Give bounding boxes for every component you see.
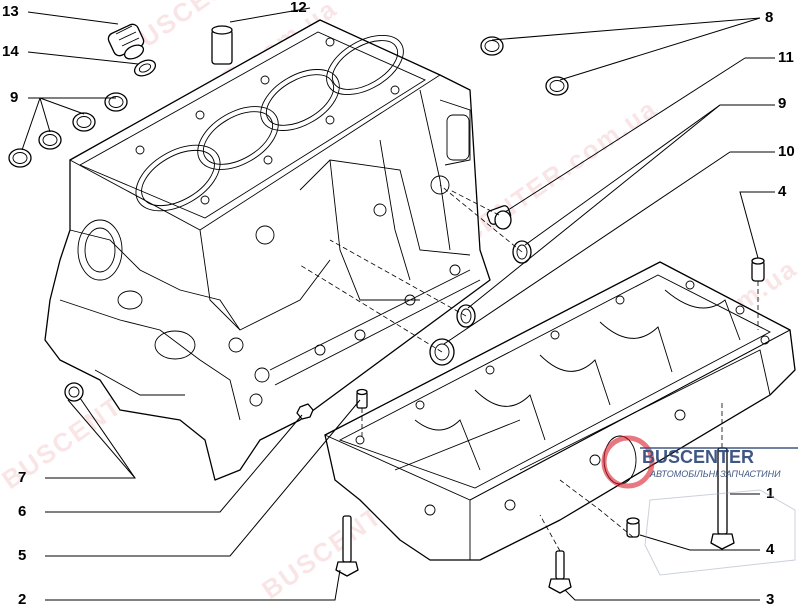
callout-3: 3 bbox=[766, 591, 774, 608]
nut-part-6 bbox=[296, 403, 314, 420]
bolt-part-3 bbox=[548, 550, 572, 594]
cylinder-block bbox=[44, 19, 491, 481]
callout-1: 1 bbox=[766, 485, 774, 502]
callout-6: 6 bbox=[18, 503, 26, 520]
expansion-plugs-part-9-left bbox=[8, 92, 128, 168]
dowel-part-4-top bbox=[751, 257, 765, 282]
sealing-washer-part-14 bbox=[133, 59, 157, 77]
dowel-sleeve-part-12 bbox=[211, 25, 233, 65]
brand-logo: BUSCENTER АВТОМОБІЛЬНІ ЗАПЧАСТИНИ bbox=[601, 435, 798, 576]
leader-lines bbox=[21, 7, 775, 601]
logo-subtitle: АВТОМОБІЛЬНІ ЗАПЧАСТИНИ bbox=[649, 469, 781, 479]
threaded-plug-part-13 bbox=[107, 23, 145, 60]
cup-plugs-part-8 bbox=[480, 36, 569, 96]
callout-12: 12 bbox=[290, 0, 307, 16]
assembly-axis-lines bbox=[299, 184, 759, 552]
callout-2: 2 bbox=[18, 591, 26, 608]
plug-part-7 bbox=[64, 382, 84, 402]
callout-4-bottom: 4 bbox=[766, 541, 775, 558]
callout-14: 14 bbox=[2, 43, 19, 60]
callout-7: 7 bbox=[18, 469, 26, 486]
stud-part-5 bbox=[356, 388, 368, 409]
callout-5: 5 bbox=[18, 547, 26, 564]
callout-9-left: 9 bbox=[10, 89, 18, 106]
callout-11: 11 bbox=[778, 49, 794, 66]
logo-title: BUSCENTER bbox=[642, 447, 754, 467]
callout-13: 13 bbox=[2, 3, 19, 20]
crankcase-lower-half bbox=[323, 261, 796, 561]
dowel-part-4-bottom bbox=[626, 517, 640, 538]
bolt-part-1 bbox=[710, 447, 735, 550]
small-parts bbox=[8, 23, 765, 594]
callout-9-right: 9 bbox=[778, 95, 786, 112]
callout-4-top: 4 bbox=[778, 183, 787, 200]
callout-10: 10 bbox=[778, 143, 795, 160]
bolt-part-2 bbox=[335, 515, 359, 577]
callout-8: 8 bbox=[765, 9, 773, 26]
